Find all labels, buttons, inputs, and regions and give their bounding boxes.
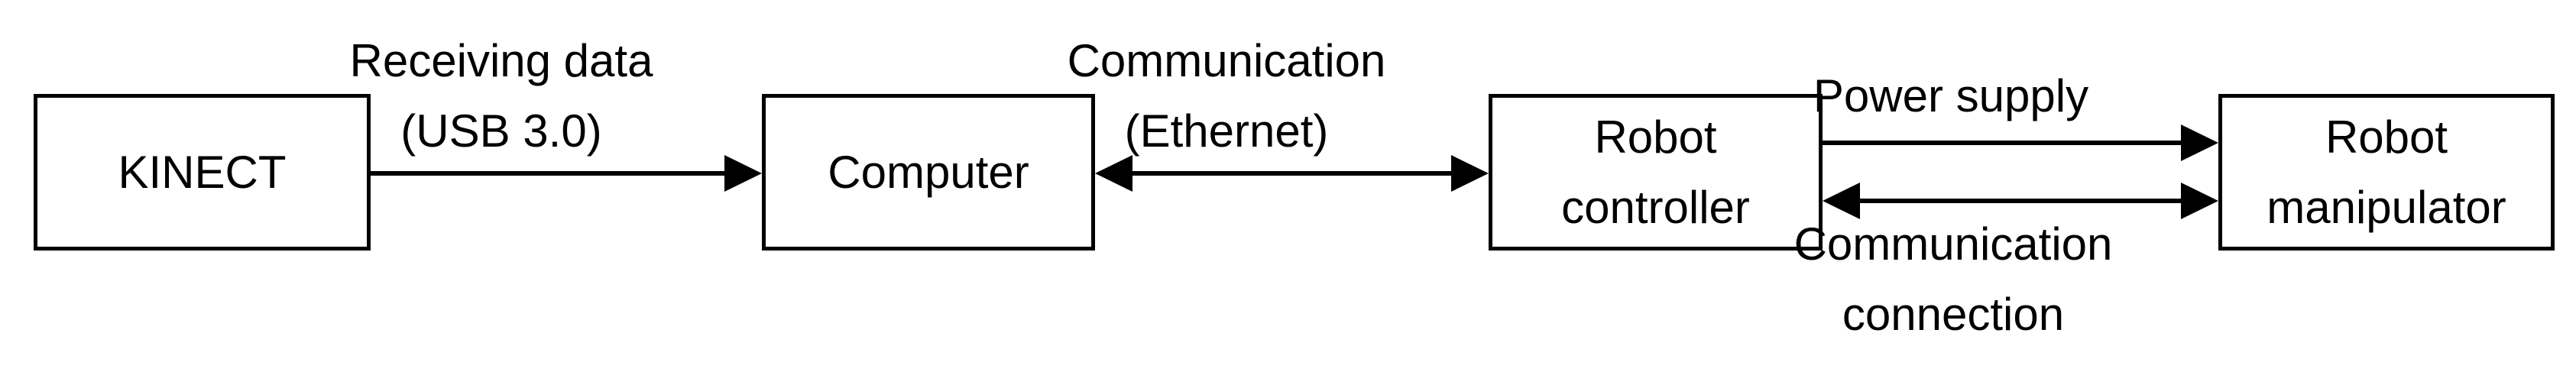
edge-communication-connection-label: Communication connection: [1794, 209, 2113, 350]
node-computer-label: Computer: [828, 146, 1029, 198]
edge-label-line: Communication: [1067, 35, 1386, 86]
edge-kinect-computer-line: [367, 171, 724, 176]
edge-label-line: Communication: [1793, 218, 2113, 270]
node-robot-controller-label: Robot controller: [1561, 111, 1750, 233]
edge-label-line: (Ethernet): [1124, 105, 1329, 157]
node-robot-manipulator-label: Robot manipulator: [2267, 111, 2506, 233]
node-robot-manipulator: Robot manipulator: [2218, 94, 2555, 251]
edge-label-line: Power supply: [1813, 70, 2089, 121]
edge-label-line: Receiving data: [349, 35, 653, 86]
node-kinect: KINECT: [34, 94, 371, 251]
node-computer: Computer: [762, 94, 1095, 251]
edge-computer-controller-line: [1132, 171, 1451, 176]
edge-communication-connection-line: [1860, 199, 2181, 203]
arrowhead-right-icon: [2181, 183, 2218, 219]
arrowhead-right-icon: [2181, 124, 2218, 161]
edge-power-supply-line: [1823, 141, 2181, 145]
edge-power-supply-label: Power supply: [1813, 61, 2088, 131]
edge-label-line: (USB 3.0): [400, 105, 602, 157]
edge-label-line: connection: [1842, 289, 2065, 340]
arrowhead-right-icon: [1451, 155, 1489, 192]
arrowhead-left-icon: [1095, 155, 1132, 192]
arrowhead-right-icon: [724, 155, 762, 192]
arrowhead-left-icon: [1823, 183, 1860, 219]
edge-computer-controller-label: Communication (Ethernet): [1068, 26, 1386, 166]
node-kinect-label: KINECT: [118, 146, 287, 198]
node-robot-controller: Robot controller: [1489, 94, 1823, 251]
edge-kinect-computer-label: Receiving data (USB 3.0): [350, 26, 653, 166]
